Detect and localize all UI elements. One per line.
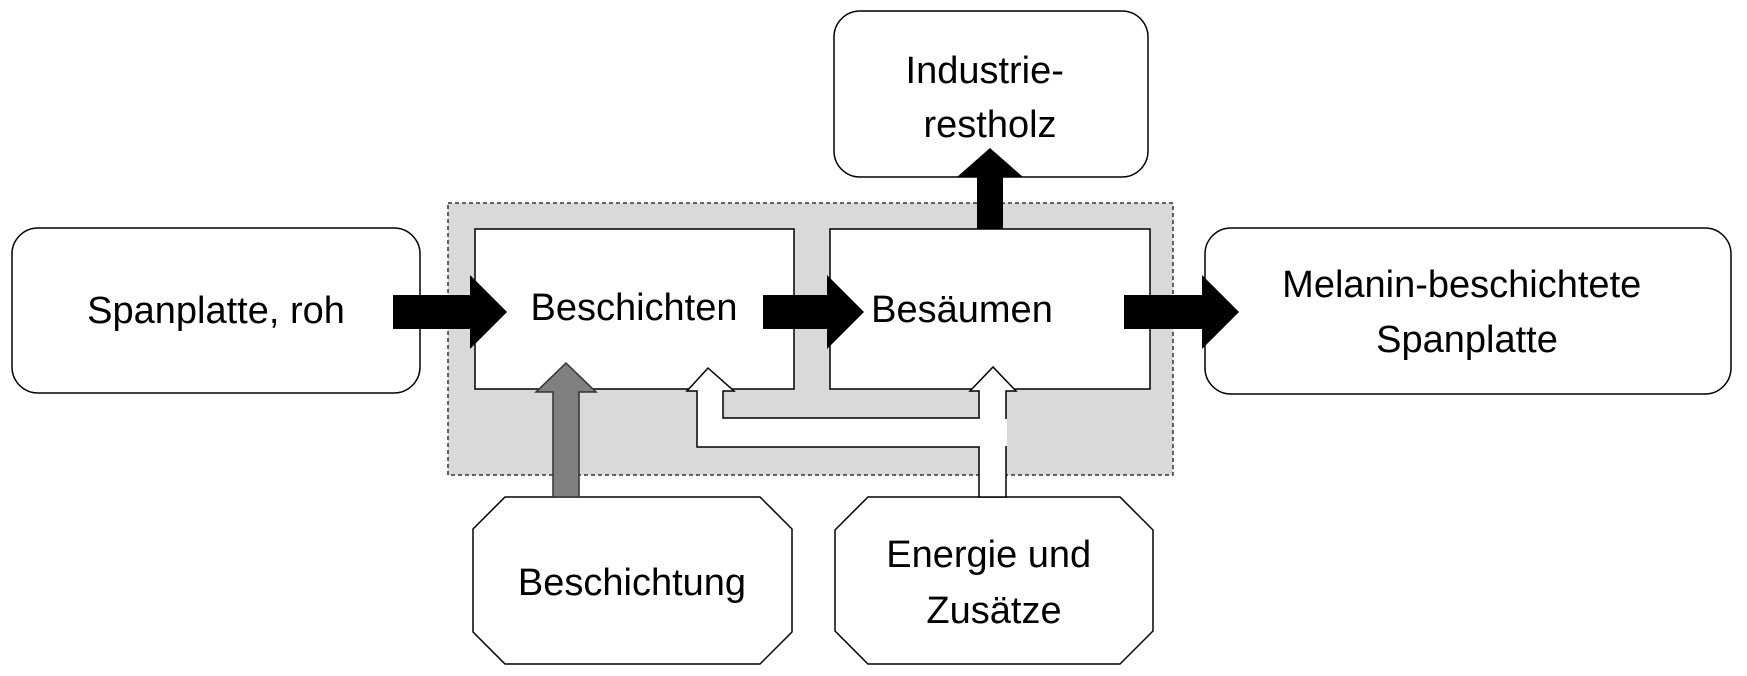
input-octagon-coating-material — [472, 496, 793, 665]
output-residue-label: Industrie- restholz — [906, 50, 1075, 146]
input-energy-label-line-1: Energie und — [886, 534, 1091, 576]
output-box-melamine-board — [1204, 227, 1732, 395]
output-product-label: Melanin-beschichtete Spanplatte — [1282, 264, 1652, 361]
output-product-label-line-2: Spanplatte — [1376, 319, 1558, 361]
process-trimming-label-line-1: Besäumen — [871, 289, 1053, 331]
flow-arrow-coating-to-trimming — [763, 275, 864, 349]
process-trimming-label: Besäumen — [871, 289, 1053, 331]
process-box-trimming — [829, 228, 1151, 390]
flow-arrow-trimming-to-residue — [957, 148, 1023, 229]
flow-arrow-raw-to-coating — [393, 275, 507, 349]
flow-arrow-coating-material-in — [534, 361, 598, 498]
input-coating-label-line-1: Beschichtung — [518, 562, 746, 604]
output-residue-label-line-2: restholz — [923, 104, 1056, 146]
input-box-label: Spanplatte, roh — [87, 290, 345, 332]
flow-line-energy-to-coating — [685, 366, 979, 448]
input-octagon-energy-additives — [834, 496, 1154, 665]
input-energy-label-line-2: Zusätze — [926, 590, 1061, 632]
input-energy-label: Energie und Zusätze — [886, 534, 1102, 632]
input-coating-label: Beschichtung — [518, 562, 746, 604]
output-product-label-line-1: Melanin-beschichtete — [1282, 264, 1641, 306]
process-coating-label-line-1: Beschichten — [530, 287, 737, 329]
energy-line-joint — [978, 419, 1007, 446]
flow-arrow-trimming-to-product — [1124, 275, 1239, 349]
process-coating-label: Beschichten — [530, 287, 737, 329]
output-residue-label-line-1: Industrie- — [906, 50, 1064, 92]
input-box-label-line-1: Spanplatte, roh — [87, 290, 345, 332]
